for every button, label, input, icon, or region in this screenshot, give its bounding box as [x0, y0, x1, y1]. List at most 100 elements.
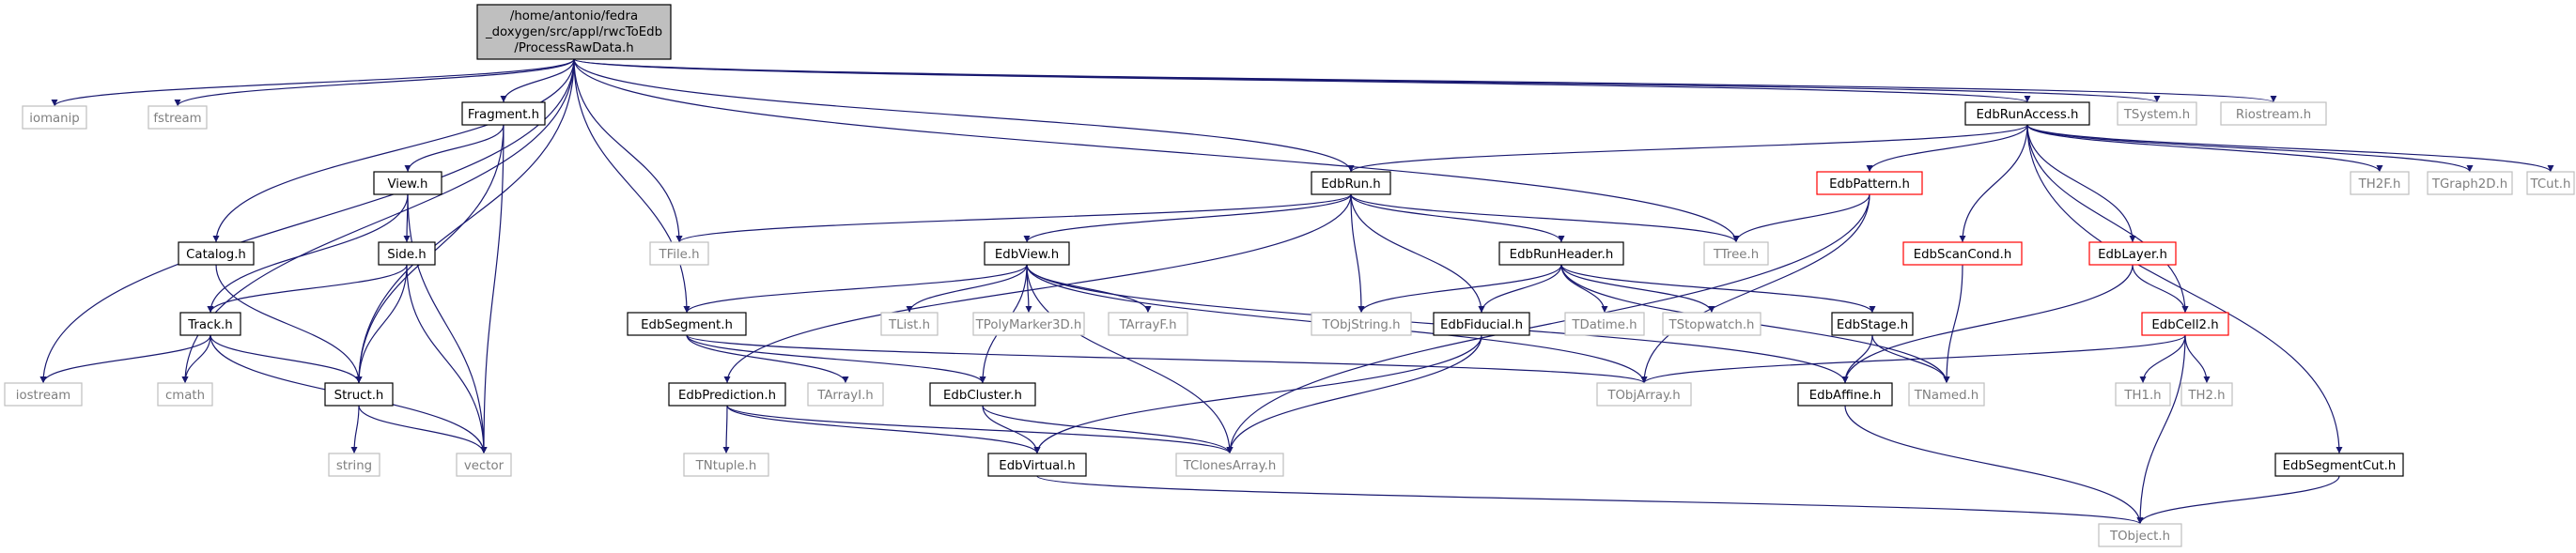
node-view[interactable]: View.h — [373, 171, 442, 195]
node-edbrunaccess[interactable]: EdbRunAccess.h — [1964, 101, 2090, 126]
node-fragment[interactable]: Fragment.h — [461, 101, 546, 126]
node-edbview[interactable]: EdbView.h — [984, 241, 1070, 266]
edge-edbrun-to-edbfiducial — [1350, 193, 1485, 314]
node-box — [929, 382, 1036, 407]
node-tobject[interactable]: TObject.h — [2098, 523, 2182, 547]
node-side[interactable]: Side.h — [378, 241, 436, 266]
node-box — [2274, 453, 2404, 477]
node-box — [461, 101, 546, 126]
node-box — [987, 453, 1087, 477]
edge-edbrunheader-to-tstopwatch — [1560, 264, 1715, 314]
node-th1[interactable]: TH1.h — [2115, 382, 2171, 407]
node-tsystem[interactable]: TSystem.h — [2117, 101, 2197, 126]
node-label: EdbLayer.h — [2098, 248, 2167, 262]
node-riostream[interactable]: Riostream.h — [2220, 101, 2327, 126]
node-edbrunheader[interactable]: EdbRunHeader.h — [1498, 241, 1624, 266]
edge-edbcluster-to-tclonesarray — [982, 405, 1234, 454]
node-box — [328, 453, 380, 477]
edge-side-to-struct — [355, 264, 408, 384]
node-string[interactable]: string — [328, 453, 380, 477]
node-edbvirtual[interactable]: EdbVirtual.h — [987, 453, 1087, 477]
node-fstream[interactable]: fstream — [147, 105, 208, 130]
node-edbaffine[interactable]: EdbAffine.h — [1797, 382, 1893, 407]
node-edblayer[interactable]: EdbLayer.h — [2088, 241, 2177, 266]
node-th2[interactable]: TH2.h — [2180, 382, 2233, 407]
node-box — [1175, 453, 1284, 477]
node-track[interactable]: Track.h — [179, 312, 241, 336]
node-tdatime[interactable]: TDatime.h — [1564, 312, 1645, 336]
node-edbcell2[interactable]: EdbCell2.h — [2141, 312, 2229, 336]
edge-track-to-struct — [209, 334, 363, 384]
edge-root-to-ttree — [573, 58, 1740, 243]
edge-root-to-tfile — [573, 58, 683, 243]
edge-edbcell2-to-tobjarray — [1640, 334, 2186, 384]
edge-edbview-to-edbsegment — [683, 264, 1028, 314]
edge-edbaffine-to-tobject — [1844, 405, 2144, 525]
node-tclonesarray[interactable]: TClonesArray.h — [1175, 453, 1284, 477]
node-edbrun[interactable]: EdbRun.h — [1311, 171, 1391, 195]
node-box — [1311, 171, 1391, 195]
node-box — [2115, 382, 2171, 407]
node-box — [2526, 171, 2575, 195]
node-edbscancond[interactable]: EdbScanCond.h — [1902, 241, 2023, 266]
node-tstopwatch[interactable]: TStopwatch.h — [1662, 312, 1761, 336]
node-label: TDatime.h — [1571, 318, 1637, 332]
edge-edbsegment-to-tarrayi — [686, 334, 849, 384]
node-th2f[interactable]: TH2F.h — [2350, 171, 2410, 195]
node-label: EdbRunAccess.h — [1977, 108, 2079, 122]
node-box — [1816, 171, 1923, 195]
node-root[interactable]: /home/antonio/fedra_doxygen/src/appl/rwc… — [476, 4, 672, 60]
node-label: vector — [464, 459, 504, 473]
edge-edbrunaccess-to-edblayer — [2026, 124, 2136, 243]
node-tpolymarker3d[interactable]: TPolyMarker3D.h — [972, 312, 1085, 336]
edge-struct-to-vector — [358, 405, 488, 454]
node-label: Riostream.h — [2236, 108, 2311, 122]
node-edbpattern[interactable]: EdbPattern.h — [1816, 171, 1923, 195]
edge-edbpattern-to-tclonesarray — [1226, 193, 1870, 454]
edge-edbrunaccess-to-edbpattern — [1866, 124, 2028, 173]
node-tnamed[interactable]: TNamed.h — [1908, 382, 1985, 407]
node-iostream[interactable]: iostream — [4, 382, 83, 407]
edge-root-to-iomanip — [51, 58, 575, 107]
edge-edbrunaccess-to-th2f — [2026, 124, 2383, 173]
node-box — [4, 382, 83, 407]
node-edbsegment[interactable]: EdbSegment.h — [627, 312, 747, 336]
edge-edbrunaccess-to-edbrun — [1347, 124, 2028, 173]
node-label: EdbPattern.h — [1829, 177, 1910, 192]
node-tarrayi[interactable]: TArrayI.h — [807, 382, 884, 407]
node-vector[interactable]: vector — [456, 453, 512, 477]
node-tgraph2d[interactable]: TGraph2D.h — [2427, 171, 2513, 195]
edge-edbsegmentcut-to-tobject — [2136, 475, 2340, 525]
node-box — [1596, 382, 1692, 407]
node-edbcluster[interactable]: EdbCluster.h — [929, 382, 1036, 407]
node-tarrayf[interactable]: TArrayF.h — [1108, 312, 1188, 336]
node-label: EdbCluster.h — [943, 389, 1022, 403]
edge-root-to-edbrun — [573, 58, 1355, 173]
edge-root-to-fragment — [500, 58, 575, 103]
edge-edbrun-to-tobjstring — [1350, 193, 1365, 314]
node-struct[interactable]: Struct.h — [324, 382, 394, 407]
node-iomanip[interactable]: iomanip — [22, 105, 87, 130]
node-box — [147, 105, 208, 130]
node-cmath[interactable]: cmath — [157, 382, 213, 407]
node-edbprediction[interactable]: EdbPrediction.h — [668, 382, 786, 407]
node-edbsegmentcut[interactable]: EdbSegmentCut.h — [2274, 453, 2404, 477]
node-tntuple[interactable]: TNtuple.h — [683, 453, 769, 477]
node-edbstage[interactable]: EdbStage.h — [1831, 312, 1914, 336]
node-tlist[interactable]: TList.h — [880, 312, 939, 336]
edge-edbview-to-tarrayf — [1026, 264, 1152, 314]
node-edbfiducial[interactable]: EdbFiducial.h — [1433, 312, 1530, 336]
node-box — [683, 453, 769, 477]
edge-edbscancond-to-tnamed — [1943, 264, 1963, 384]
node-ttree[interactable]: TTree.h — [1703, 241, 1769, 266]
node-tfile[interactable]: TFile.h — [649, 241, 709, 266]
node-box — [807, 382, 884, 407]
node-box — [1311, 312, 1412, 336]
node-box — [378, 241, 436, 266]
node-label: TFile.h — [658, 248, 699, 262]
node-tobjarray[interactable]: TObjArray.h — [1596, 382, 1692, 407]
node-tcut[interactable]: TCut.h — [2526, 171, 2575, 195]
node-tobjstring[interactable]: TObjString.h — [1311, 312, 1412, 336]
node-box — [972, 312, 1085, 336]
node-catalog[interactable]: Catalog.h — [178, 241, 255, 266]
